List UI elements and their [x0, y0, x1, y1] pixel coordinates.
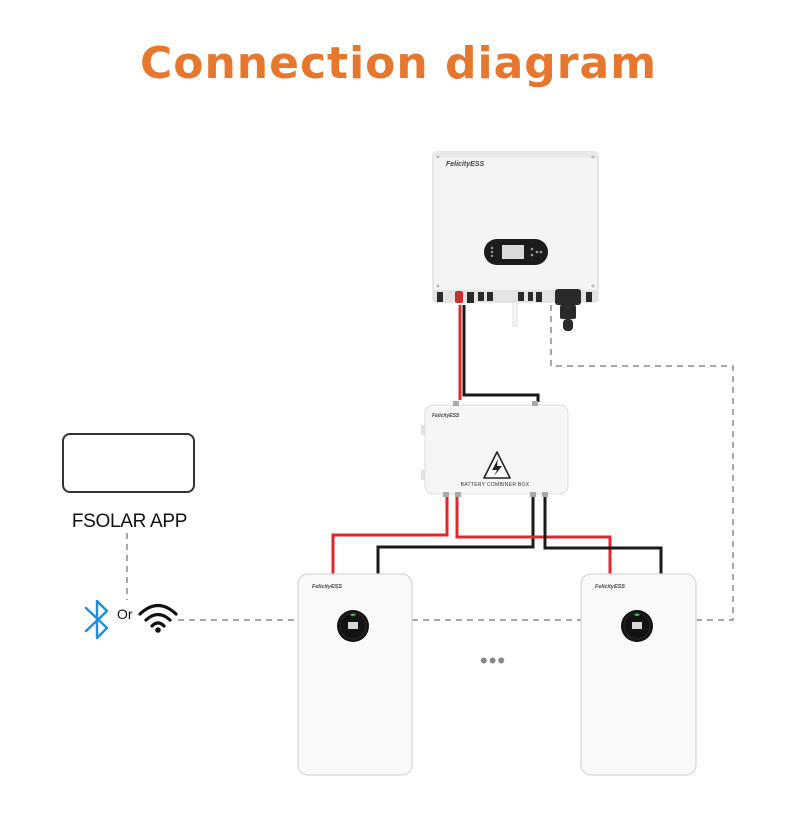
inverter-negative-cable — [462, 305, 540, 402]
battery-2-brand-logo: FelicityESS — [595, 584, 625, 590]
comm-lines — [126, 305, 734, 621]
high-voltage-icon — [483, 451, 511, 479]
app-devices-box — [62, 433, 195, 493]
battery-1 — [297, 573, 413, 776]
wifi-icon — [138, 603, 178, 628]
diagram-title: Connection diagram — [139, 38, 658, 89]
battery-2 — [580, 573, 697, 776]
battery2-positive-cable — [455, 495, 612, 576]
battery-1-body — [297, 573, 413, 776]
more-batteries-indicator: ••• — [480, 648, 507, 673]
battery1-negative-cable — [376, 495, 535, 576]
inverter-brand-logo: FelicityESS — [446, 161, 485, 168]
combiner-body — [424, 404, 569, 495]
bluetooth-icon — [84, 599, 109, 640]
battery1-positive-cable — [331, 495, 449, 576]
power-cables — [331, 305, 663, 576]
inverter-comm-line — [550, 305, 734, 621]
inverter-lcd — [502, 245, 524, 259]
combiner-caption: BATTERY COMBINER BOX — [460, 482, 530, 488]
battery-1-brand-logo: FelicityESS — [312, 584, 342, 590]
app-label: FSOLAR APP — [71, 511, 188, 532]
battery-2-body — [580, 573, 697, 776]
battery2-negative-cable — [543, 495, 663, 576]
inverter — [432, 151, 599, 331]
inverter-body — [432, 151, 599, 303]
connector-or-label: Or — [117, 606, 133, 622]
combiner-box — [421, 401, 569, 497]
combiner-brand-logo: FelicityESS — [432, 413, 460, 419]
